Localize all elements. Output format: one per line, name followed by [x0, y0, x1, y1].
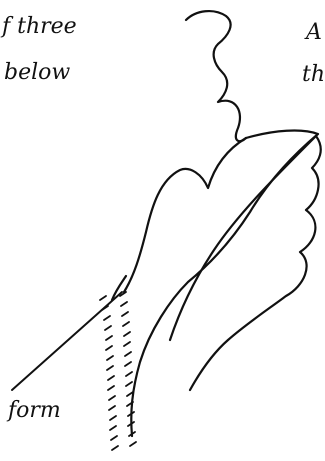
text-top-right-2: th — [302, 64, 325, 86]
text-top-right-1: A — [306, 22, 322, 44]
text-top-left-1: f three — [2, 16, 77, 38]
text-top-left-2: below — [4, 62, 70, 84]
left-leaf-outline — [131, 131, 318, 436]
left-leaf-back — [124, 138, 246, 292]
leader-line — [12, 292, 122, 390]
label-form: form — [8, 400, 61, 422]
wavy-outline-top — [186, 11, 246, 141]
right-leaf-midrib — [170, 136, 316, 340]
stem-hook — [112, 276, 126, 300]
